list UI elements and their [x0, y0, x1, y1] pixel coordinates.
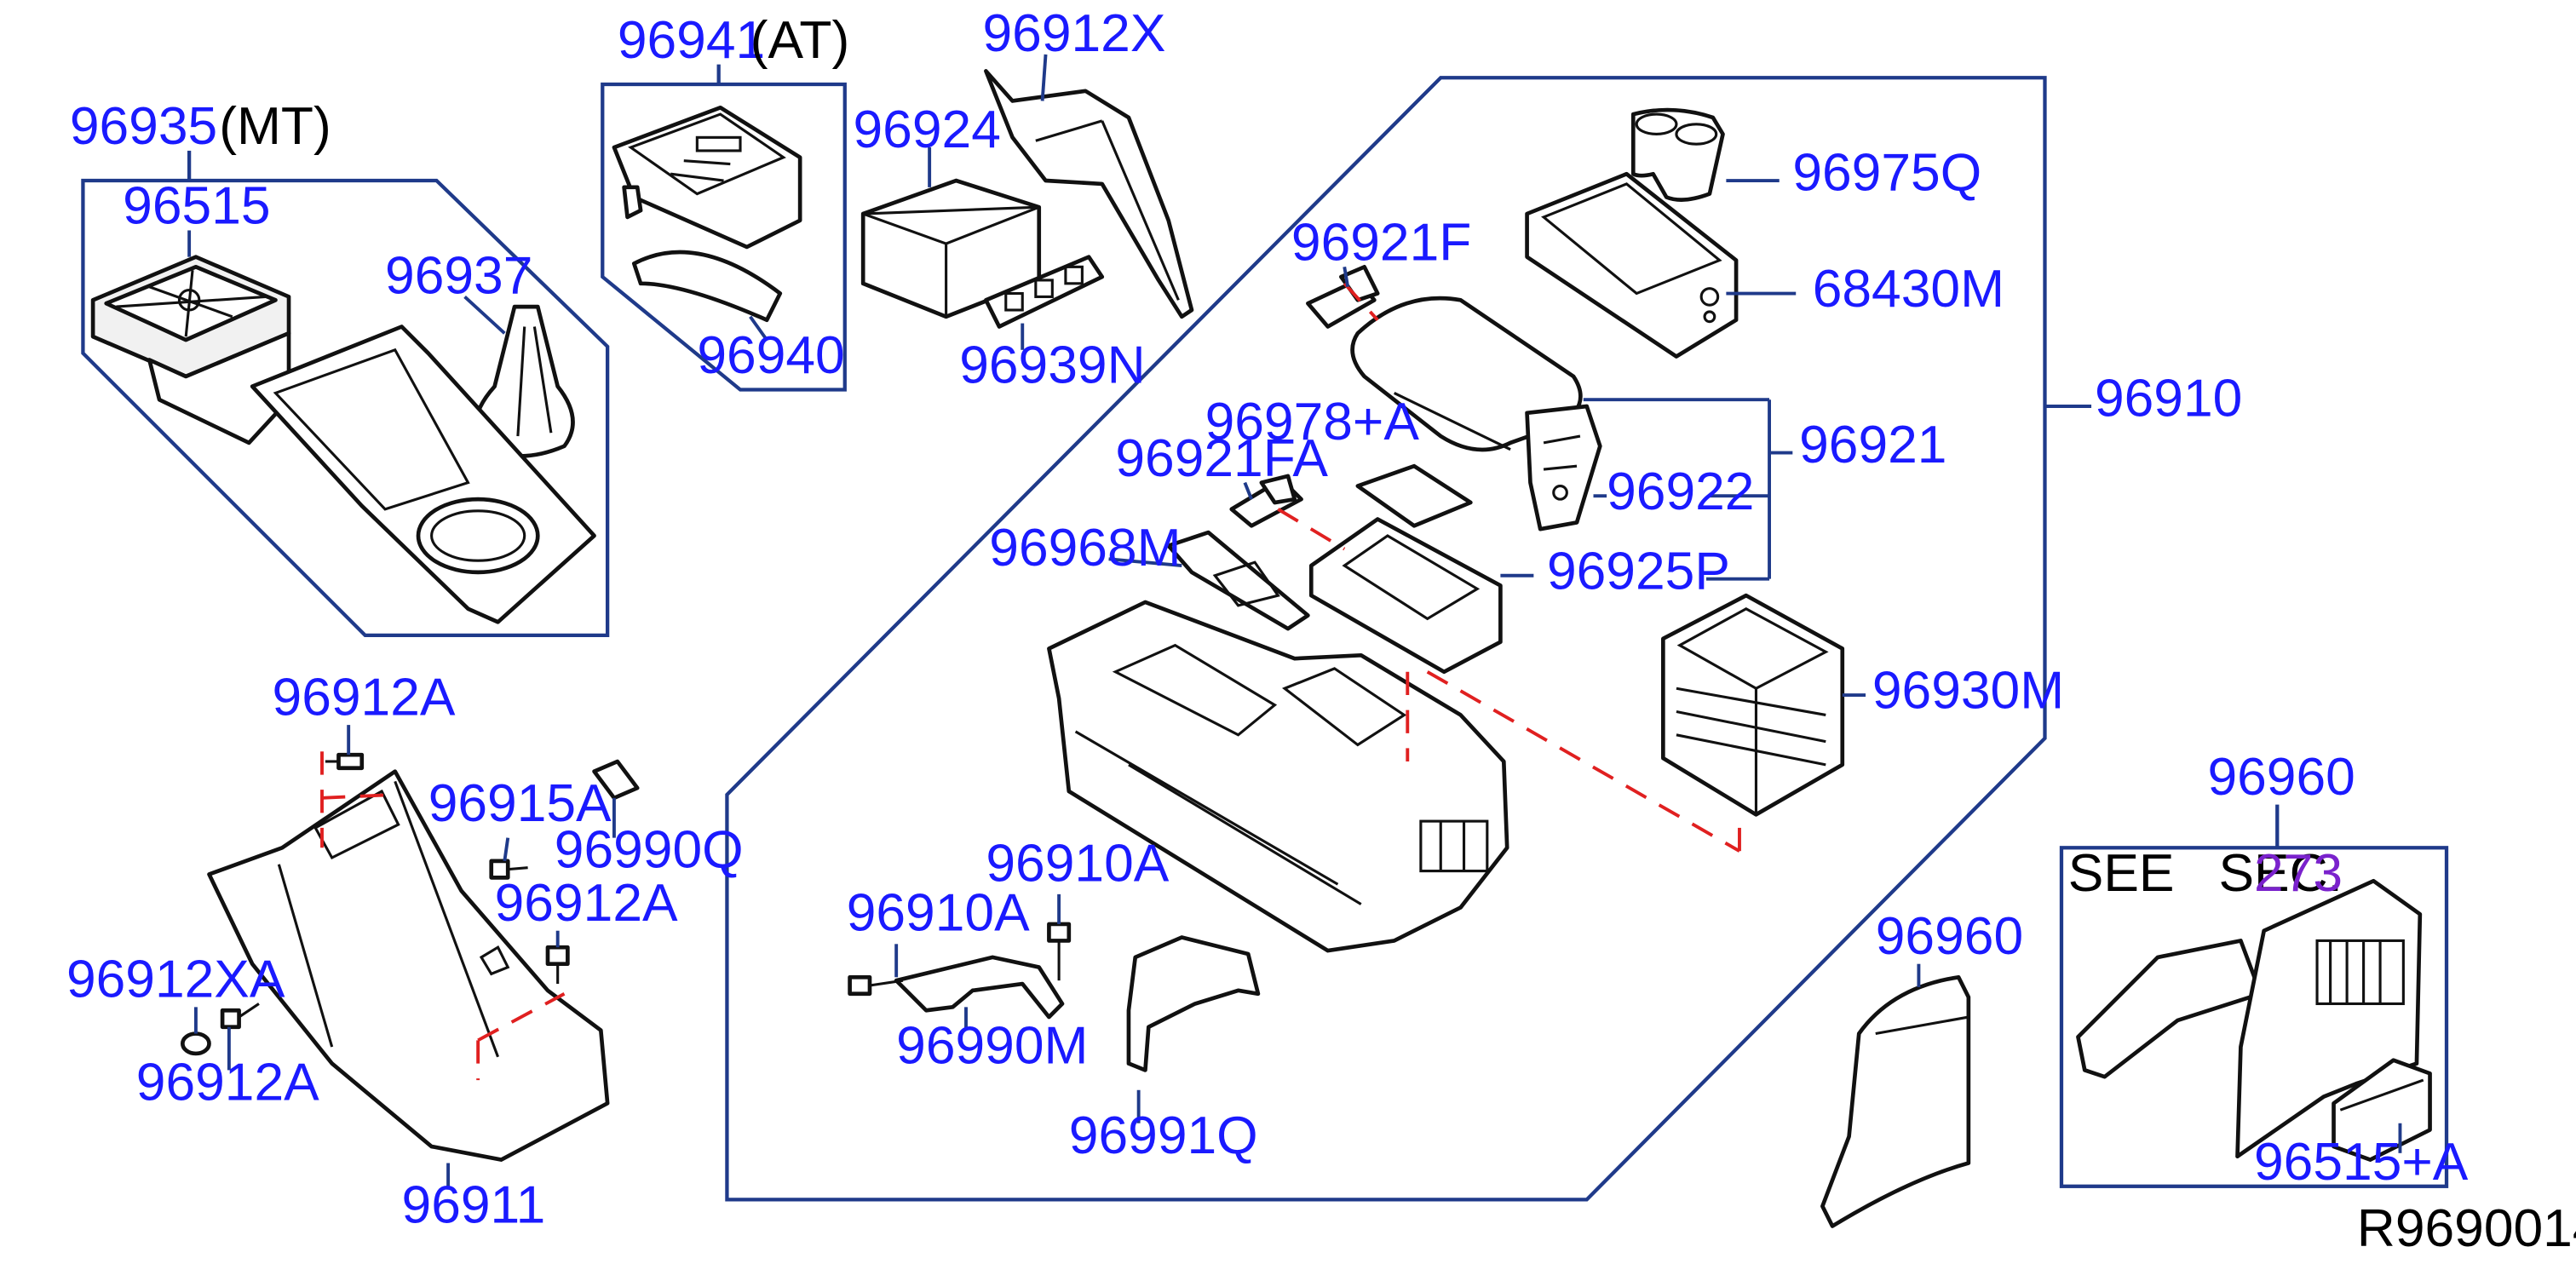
frame-rear-group — [2059, 804, 2449, 1188]
note-at: (AT) — [750, 11, 850, 70]
part-96960-cover — [1820, 974, 1971, 1228]
part-96911-lower-panel — [207, 769, 610, 1162]
label-68430M: 68430M — [1813, 260, 2004, 319]
part-96930M-storage-box — [1661, 593, 1845, 817]
label-96910A-left: 96910A — [847, 884, 1030, 943]
label-96975Q: 96975Q — [1792, 144, 1981, 203]
part-96921F-latch — [1306, 265, 1380, 329]
label-96968M: 96968M — [989, 519, 1181, 577]
part-96978A-pad — [1355, 463, 1473, 528]
part-68430M-box — [1525, 171, 1739, 359]
section-ref-273[interactable]: 273 — [2254, 844, 2343, 903]
label-96937: 96937 — [385, 247, 532, 306]
part-96922-hinge — [1525, 404, 1602, 531]
label-96921FA: 96921FA — [1115, 429, 1328, 488]
part-rear-console-assembly — [2076, 878, 2423, 1159]
label-96515A: 96515+A — [2254, 1133, 2469, 1192]
label-96990M: 96990M — [896, 1017, 1088, 1076]
label-96912A-middle: 96912A — [495, 874, 678, 933]
label-96960-rear: 96960 — [2207, 748, 2355, 807]
note-mt: (MT) — [219, 97, 331, 156]
label-96911: 96911 — [402, 1176, 546, 1235]
label-96935: 96935 — [70, 97, 217, 156]
label-96941: 96941 — [618, 11, 765, 70]
label-96930M: 96930M — [1872, 662, 2064, 721]
label-96921F: 96921F — [1291, 214, 1471, 273]
label-96924: 96924 — [854, 101, 1001, 159]
label-96991Q: 96991Q — [1069, 1106, 1258, 1165]
label-96960-cover: 96960 — [1876, 907, 2023, 966]
part-96912X-panel — [984, 69, 1194, 319]
label-96912A-lower: 96912A — [136, 1053, 319, 1112]
part-96515-tray — [90, 255, 291, 445]
label-96990Q: 96990Q — [555, 821, 744, 880]
label-96912A-upper: 96912A — [273, 668, 456, 727]
frame-at-group — [601, 64, 847, 392]
frame-console-group — [725, 76, 2092, 1202]
part-96991Q-bracket — [1126, 935, 1261, 1072]
part-96910-console-body — [1047, 600, 1509, 953]
label-96910: 96910 — [2095, 370, 2242, 428]
part-96910A-bolt-right — [1047, 922, 1072, 981]
frame-mt-group — [81, 150, 610, 638]
part-96990Q-clip — [592, 759, 640, 801]
part-96921FA-striker — [1229, 474, 1303, 528]
label-96939N: 96939N — [959, 336, 1145, 395]
label-96921: 96921 — [1799, 416, 1946, 474]
part-96941-indicator — [612, 105, 802, 250]
part-96915A-screw — [489, 859, 528, 880]
assembly-dashes-console — [1277, 282, 1741, 853]
label-96912X: 96912X — [982, 4, 1165, 63]
label-96910A-right: 96910A — [986, 834, 1169, 893]
label-96925P: 96925P — [1547, 542, 1730, 600]
part-96968M-bracket — [1166, 530, 1310, 631]
leader-lines — [187, 54, 2402, 1190]
note-see-sec: SEE SEC. — [2068, 844, 2343, 903]
label-96515: 96515 — [123, 177, 270, 236]
label-96912XA: 96912XA — [66, 951, 285, 1009]
label-96978A: 96978+A — [1205, 393, 1420, 451]
label-96922: 96922 — [1607, 463, 1754, 521]
part-96515A-tray — [2332, 1058, 2432, 1162]
part-96940-bezel — [631, 250, 783, 323]
part-96939N-switch-panel — [984, 255, 1105, 329]
part-96910A-bolt-left — [848, 974, 904, 997]
part-96925P-tray — [1308, 517, 1503, 675]
part-96990M-bracket — [894, 955, 1065, 1020]
part-96912A-clip-upper — [325, 752, 365, 771]
part-96912A-clip-middle — [545, 945, 570, 985]
assembly-dashes-lower — [320, 751, 566, 1081]
part-96912XA-plug — [180, 1031, 211, 1056]
label-96940: 96940 — [697, 326, 844, 385]
label-96915A: 96915A — [428, 774, 612, 833]
diagram-id: R9690014 — [2357, 1199, 2576, 1258]
part-96935-finisher — [250, 325, 596, 624]
part-96975Q-cup-holder — [1630, 107, 1725, 202]
